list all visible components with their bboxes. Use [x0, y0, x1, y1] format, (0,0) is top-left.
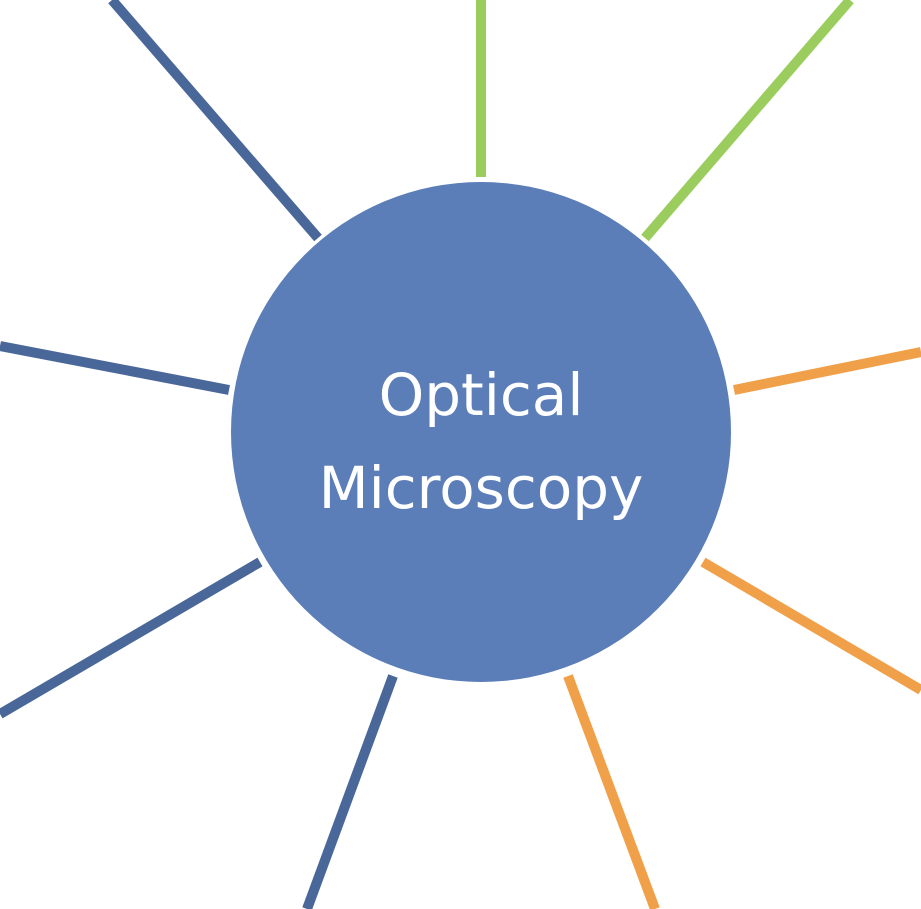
spoke-right-lower-orange [700, 557, 921, 695]
spoke-bottom-right-orange [563, 674, 660, 909]
spoke-top-right-green [641, 0, 854, 242]
hub-label-line2: Microscopy [319, 454, 644, 522]
spoke-bottom-blue [302, 674, 398, 909]
hub-label-line1: Optical [379, 361, 584, 429]
spoke-right-upper-orange [733, 347, 921, 395]
spoke-left-upper-blue [0, 341, 230, 395]
spoke-left-lower-blue [0, 557, 263, 719]
hub-circle [231, 182, 731, 682]
spoke-top-left-blue [108, 0, 322, 242]
